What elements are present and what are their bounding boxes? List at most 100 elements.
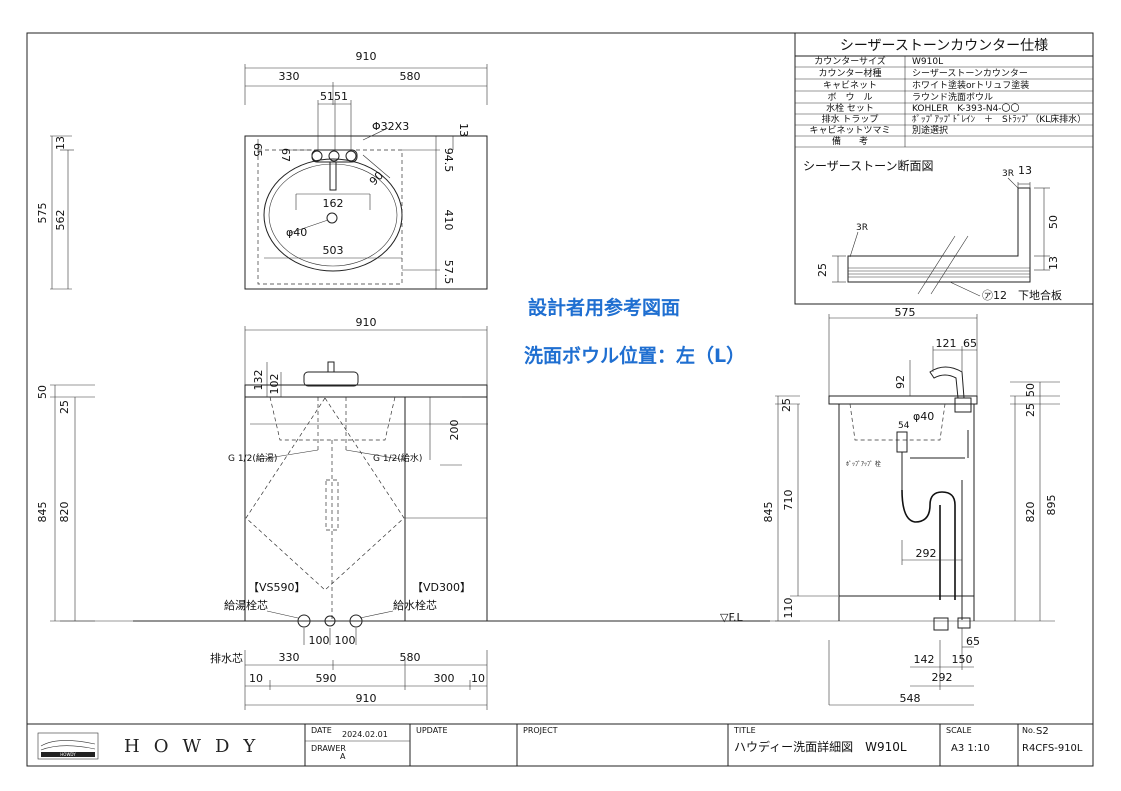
drawing-code: R4CFS-910L: [1022, 743, 1083, 754]
title-label: TITLE: [733, 726, 756, 735]
front-h200: 200: [448, 420, 461, 441]
spec-row-value: W910L: [912, 57, 943, 67]
front-h102: 102: [268, 374, 281, 395]
bowl-outline: [263, 158, 403, 272]
section-r-top: 3R: [1002, 169, 1014, 179]
side-b142: 142: [914, 653, 935, 666]
side-b548: 548: [900, 692, 921, 705]
front-hot-core: 給湯栓芯: [224, 598, 268, 612]
front-b910: 910: [356, 692, 377, 705]
spec-table-title: シーザーストーンカウンター仕様: [840, 38, 1048, 54]
number-value: S2: [1036, 726, 1049, 737]
plan-depth-562: 562: [54, 210, 67, 231]
plan-d162: 162: [323, 197, 344, 210]
side-d65: 65: [963, 337, 977, 350]
side-d92: 92: [894, 375, 907, 389]
front-b580: 580: [400, 651, 421, 664]
plan-total-width: 910: [356, 50, 377, 63]
side-d121: 121: [936, 337, 957, 350]
designer-reference-note: 設計者用参考図面: [528, 296, 680, 319]
plan-d57: 57.5: [442, 260, 455, 285]
front-cold-supply: G 1/2(給水): [373, 452, 422, 464]
spec-row-label: キャビネット: [823, 80, 877, 91]
floor-line-label: ▽F.L: [720, 611, 744, 624]
front-d100-right: 100: [335, 634, 356, 647]
date-value: 2024.02.01: [342, 730, 388, 739]
front-h845: 845: [36, 502, 49, 523]
brand-name: HOWDY: [124, 736, 269, 757]
side-view: 575 121 65 92 54 φ40 ﾎﾟｯﾌﾟｱｯﾌﾟ 栓 292 25 …: [762, 306, 1060, 706]
bowl-front: [269, 396, 396, 441]
date-label: DATE: [311, 726, 332, 735]
side-b65: 65: [966, 635, 980, 648]
plan-hole-size: Φ32X3: [372, 120, 409, 133]
spec-table: シーザーストーンカウンター仕様 カウンターサイズ W910L カウンター材種 シ…: [794, 32, 1094, 305]
plan-left-width: 330: [279, 70, 300, 83]
spec-row-label: カウンターサイズ: [814, 55, 886, 67]
spec-row-value: シーザーストーンカウンター: [912, 68, 1028, 79]
howdy-logo: HOWDY: [37, 732, 99, 760]
s-trap: [901, 489, 956, 600]
front-h820: 820: [58, 502, 71, 523]
spec-row-value: ラウンド洗面ボウル: [912, 91, 993, 103]
front-b10-left: 10: [249, 672, 263, 685]
spec-row-label: ボ ウ ル: [827, 92, 872, 103]
popup-drain: [896, 431, 908, 453]
plan-d410: 410: [442, 210, 455, 231]
side-r895: 895: [1045, 495, 1058, 516]
drain-core-label: 排水芯: [210, 651, 243, 665]
front-vs590: 【VS590】: [248, 581, 306, 594]
plan-d67: 67: [279, 148, 292, 162]
section-title: シーザーストーン断面図: [803, 158, 934, 173]
section-h25: 25: [816, 263, 829, 277]
spec-row-value: ホワイト塗装orトリュフ塗装: [912, 79, 1029, 91]
plan-d94: 94.5: [442, 148, 455, 173]
sheet-frame: [26, 32, 1094, 767]
plan-right-width: 580: [400, 70, 421, 83]
cold-core-marker: [349, 614, 363, 628]
front-total-width: 910: [356, 316, 377, 329]
spec-row-label: 水栓 セット: [826, 102, 874, 114]
front-d100-left: 100: [309, 634, 330, 647]
front-b10-right: 10: [471, 672, 485, 685]
door-swing: [245, 397, 405, 591]
front-h25: 25: [58, 400, 71, 414]
side-l25: 25: [780, 398, 793, 412]
side-l845: 845: [762, 502, 775, 523]
side-d292: 292: [916, 547, 937, 560]
spec-row-label: 排水 トラップ: [822, 113, 879, 125]
side-d54: 54: [898, 421, 910, 431]
front-h132: 132: [252, 370, 265, 391]
spec-row-label: 備 考: [832, 135, 868, 147]
plan-depth-575: 575: [36, 203, 49, 224]
plan-faucet-span: 5151: [320, 90, 348, 103]
section-h13: 13: [1047, 256, 1060, 270]
logo-text: HOWDY: [60, 752, 76, 757]
project-label: PROJECT: [523, 726, 558, 735]
drain-hole: [326, 212, 338, 224]
plan-view: 910 330 580 5151 Φ32X3 65 67 90 162 φ40 …: [36, 50, 488, 290]
drawer-label: DRAWER: [311, 744, 346, 753]
side-l110: 110: [782, 598, 795, 619]
drawing-title: ハウディー洗面詳細図 W910L: [734, 739, 907, 754]
faucet-front: [303, 371, 359, 387]
front-cold-core: 給水栓芯: [393, 598, 437, 612]
scale-label: SCALE: [946, 726, 972, 735]
side-l710: 710: [782, 490, 795, 511]
side-r50: 50: [1024, 383, 1037, 397]
faucet-side: [929, 366, 965, 399]
plan-d65: 65: [251, 143, 264, 157]
plan-d13-left: 13: [54, 136, 67, 150]
hot-core-marker: [297, 614, 311, 628]
front-view: 910 132 102 200 G 1/2(給湯) G 1/2(給水) 【VS5…: [36, 316, 1055, 710]
title-block: HOWDY HOWDY DATE 2024.02.01 DRAWER A UPD…: [27, 723, 1093, 766]
front-h50: 50: [36, 385, 49, 399]
spec-row-label: カウンター材種: [818, 67, 881, 79]
plan-d13-right: 13: [457, 123, 470, 137]
front-vd300: 【VD300】: [412, 581, 471, 594]
side-popup-label: ﾎﾟｯﾌﾟｱｯﾌﾟ 栓: [846, 460, 881, 468]
bowl-position-note: 洗面ボウル位置：左（L）: [524, 344, 745, 367]
front-b590: 590: [316, 672, 337, 685]
spec-row-value: KOHLER K-393-N4-〇〇: [912, 103, 1020, 114]
